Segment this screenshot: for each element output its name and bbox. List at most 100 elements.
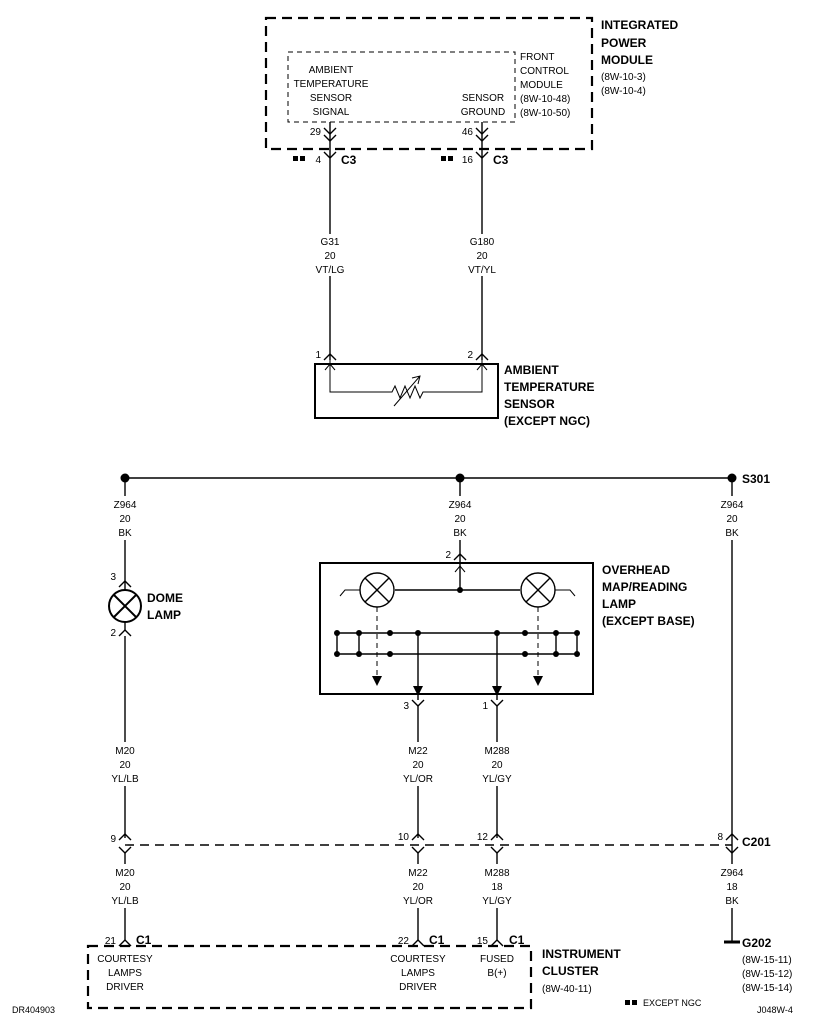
c201-pin8-symbol: [725, 833, 739, 854]
overhead-label-1: OVERHEAD: [602, 563, 670, 577]
cluster-driver-1-line1: COURTESY: [97, 954, 153, 965]
wire-m20-gauge: 20: [119, 760, 131, 771]
ipm-ref-2: (8W-10-4): [601, 86, 646, 97]
s301-label: S301: [742, 472, 770, 486]
fcm-outline: [287, 51, 516, 123]
c201-pin-10: 10: [398, 832, 410, 843]
ground-ref-3: (8W-15-14): [742, 983, 792, 994]
ipm-title-1: INTEGRATED: [601, 18, 678, 32]
wire-z964-ground-color: BK: [725, 528, 739, 539]
cluster-outline: [86, 944, 533, 1010]
cluster-driver-3-line1: FUSED: [480, 954, 514, 965]
ambient-sensor-pin1: 1: [315, 350, 321, 361]
wire-m288-lower-color: YL/GY: [482, 896, 512, 907]
ambient-sensor-label-1: AMBIENT: [504, 363, 559, 377]
fcm-title-3: MODULE: [520, 80, 563, 91]
wire-g31-color: VT/LG: [316, 265, 345, 276]
wire-m22-circuit: M22: [408, 746, 428, 757]
dome-lamp-label-2: LAMP: [147, 608, 181, 622]
wire-g180-circuit: G180: [470, 237, 495, 248]
ground-label-1: SENSOR: [462, 93, 504, 104]
except-ngc-symbol-signal: [293, 156, 305, 161]
wire-m288-gauge: 20: [491, 760, 503, 771]
dome-pin2-symbol: [118, 629, 132, 637]
wire-m288-color: YL/GY: [482, 774, 512, 785]
fcm-pin-signal: 29: [310, 127, 322, 138]
overhead-lamp-box: [319, 562, 594, 695]
ambient-sensor-box: [314, 363, 499, 419]
overhead-pin1-symbol: [490, 699, 504, 707]
cluster-c1-b: C1: [429, 933, 445, 947]
ground-label-2: GROUND: [461, 107, 505, 118]
c201-label: C201: [742, 835, 771, 849]
cluster-driver-2-line3: DRIVER: [399, 982, 437, 993]
signal-label-3: SENSOR: [310, 93, 352, 104]
overhead-lamp-internal-circuit: [334, 560, 580, 700]
signal-label-2: TEMPERATURE: [294, 79, 369, 90]
cluster-driver-1-line3: DRIVER: [106, 982, 144, 993]
ground-ref-2: (8W-15-12): [742, 969, 792, 980]
wire-z964-dome-gauge: 20: [119, 514, 131, 525]
ambient-sensor-label-4: (EXCEPT NGC): [504, 414, 590, 428]
cluster-title-2: CLUSTER: [542, 964, 599, 978]
ambient-sensor-pin1-symbol: [323, 353, 337, 361]
ambient-sensor-pin2-symbol: [475, 353, 489, 361]
except-ngc-symbol-ground: [441, 156, 453, 161]
wire-z964-lower-gauge: 18: [726, 882, 738, 893]
wire-m20-lower-circuit: M20: [115, 868, 135, 879]
overhead-pin-right: 1: [482, 701, 488, 712]
wire-z964-ground-gauge: 20: [726, 514, 738, 525]
footer-right-code: J048W-4: [757, 1005, 793, 1015]
wire-m20-color: YL/LB: [111, 774, 139, 785]
c201-pin-8: 8: [717, 832, 723, 843]
wire-m22-color: YL/OR: [403, 774, 433, 785]
cluster-pin-22: 22: [398, 936, 410, 947]
cluster-pin22-symbol: [411, 939, 425, 947]
cluster-pin21-symbol: [118, 939, 132, 947]
wire-z964-lower-color: BK: [725, 896, 739, 907]
dome-lamp-bulb-icon: [108, 589, 142, 623]
cluster-c1-a: C1: [136, 933, 152, 947]
thermistor-circuit: [329, 360, 483, 400]
ipm-title-2: POWER: [601, 36, 647, 50]
cluster-ref: (8W-40-11): [542, 984, 592, 995]
wire-m22-lower-color: YL/OR: [403, 896, 433, 907]
cluster-pin-21: 21: [105, 936, 117, 947]
fcm-ref-2: (8W-10-50): [520, 108, 570, 119]
footer-legend: EXCEPT NGC: [643, 998, 702, 1008]
signal-label-4: SIGNAL: [313, 107, 350, 118]
ipm-ref-1: (8W-10-3): [601, 72, 646, 83]
ground-g202-icon: [724, 932, 740, 944]
dome-lamp-label-1: DOME: [147, 591, 183, 605]
wire-z964-dome-circuit: Z964: [114, 500, 137, 511]
wire-m288-lower-circuit: M288: [484, 868, 509, 879]
overhead-pin-top: 2: [445, 550, 451, 561]
cluster-driver-2-line1: COURTESY: [390, 954, 446, 965]
ambient-sensor-label-2: TEMPERATURE: [504, 380, 594, 394]
wire-g180-gauge: 20: [476, 251, 488, 262]
wire-m22-lower-gauge: 20: [412, 882, 424, 893]
dome-pin-bottom: 2: [110, 628, 116, 639]
overhead-label-2: MAP/READING: [602, 580, 687, 594]
wire-z964-lower-circuit: Z964: [721, 868, 744, 879]
overhead-pin3-symbol: [411, 699, 425, 707]
cluster-c1-c: C1: [509, 933, 525, 947]
dome-pin-top: 3: [110, 572, 116, 583]
dome-pin3-symbol: [118, 580, 132, 588]
wire-g31-circuit: G31: [321, 237, 340, 248]
overhead-pin-left: 3: [403, 701, 409, 712]
cluster-title-1: INSTRUMENT: [542, 947, 621, 961]
c3-pin-ground: 16: [462, 155, 474, 166]
c3-pin-signal: 4: [315, 155, 321, 166]
signal-label-1: AMBIENT: [309, 65, 353, 76]
wire-m20-lower-gauge: 20: [119, 882, 131, 893]
ambient-sensor-pin2: 2: [467, 350, 473, 361]
cluster-pin-15: 15: [477, 936, 489, 947]
wire-z964-dome-color: BK: [118, 528, 132, 539]
wire-z964-overhead-gauge: 20: [454, 514, 466, 525]
c201-pin-9: 9: [110, 834, 116, 845]
wire-z964-overhead-circuit: Z964: [449, 500, 472, 511]
wire-m20-lower-color: YL/LB: [111, 896, 139, 907]
c201-pin-12: 12: [477, 832, 489, 843]
